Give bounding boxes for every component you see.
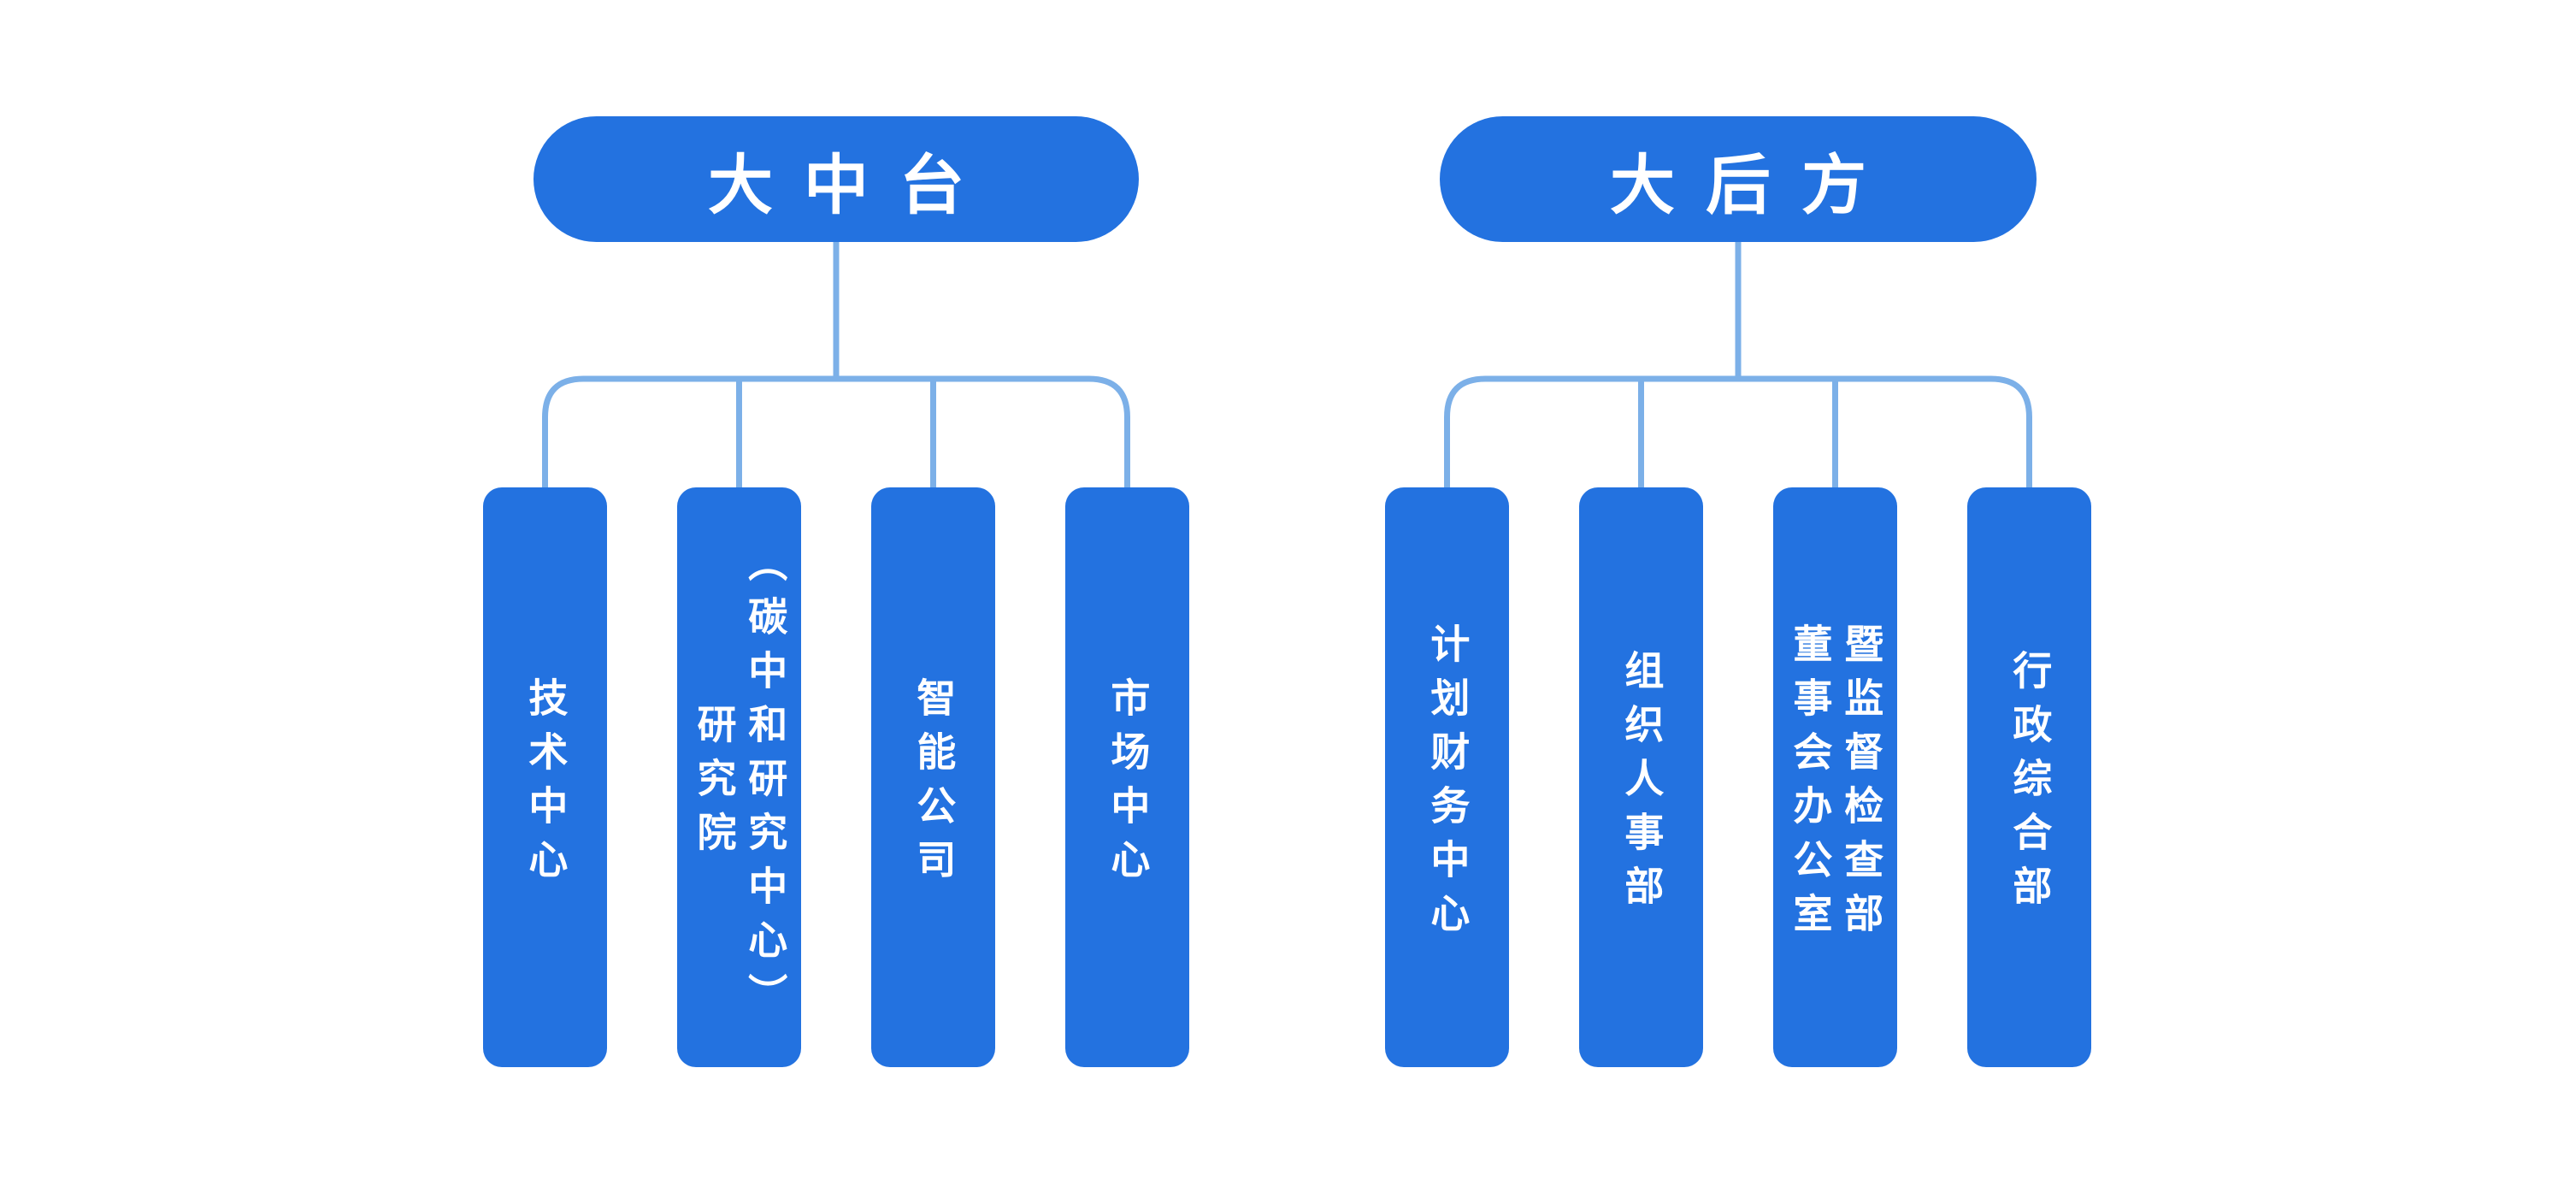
root-node-label: 大后方 xyxy=(1610,149,1897,222)
connector-bus xyxy=(542,375,1130,487)
node-label-line: 暨监督检查部 xyxy=(1839,623,1884,947)
node-label: 智能公司 xyxy=(908,677,959,893)
children-row-dazhongtai: 技术中心 研究院 （碳中和研究中心） 智能公司 市场中心 xyxy=(483,487,1189,1067)
node-organization-hr-dept[interactable]: 组织人事部 xyxy=(1579,487,1703,1067)
group-dazhongtai: 大中台 技术中心 研究院 （碳中和研究中心） 智能公司 xyxy=(483,116,1189,1067)
node-label: 组织人事部 xyxy=(1616,650,1667,919)
connector-lines-dahoufang xyxy=(1444,242,2032,487)
node-board-office-supervision-dept[interactable]: 董事会办公室 暨监督检查部 xyxy=(1773,487,1897,1067)
node-label-line: 智能公司 xyxy=(911,676,957,893)
connector-bus xyxy=(1444,375,2032,487)
node-planning-finance-center[interactable]: 计划财务中心 xyxy=(1385,487,1509,1067)
children-row-dahoufang: 计划财务中心 组织人事部 董事会办公室 暨监督检查部 行政综合部 xyxy=(1385,487,2091,1067)
node-market-center[interactable]: 市场中心 xyxy=(1065,487,1189,1067)
node-research-institute[interactable]: 研究院 （碳中和研究中心） xyxy=(677,487,801,1067)
connector-lines-dazhongtai xyxy=(542,242,1130,487)
node-label-line: 研究院 xyxy=(692,704,737,865)
node-label-line: 行政综合部 xyxy=(2007,650,2053,919)
node-intelligent-company[interactable]: 智能公司 xyxy=(871,487,995,1067)
node-label-line: 市场中心 xyxy=(1105,676,1151,893)
node-label-line: 技术中心 xyxy=(523,676,569,893)
node-label-line: 董事会办公室 xyxy=(1788,623,1833,947)
node-label: 研究院 （碳中和研究中心） xyxy=(688,542,791,1027)
node-admin-general-dept[interactable]: 行政综合部 xyxy=(1967,487,2091,1067)
root-node-dazhongtai[interactable]: 大中台 xyxy=(533,116,1139,242)
group-dahoufang: 大后方 计划财务中心 组织人事部 董事会办公室 暨监督检查部 xyxy=(1385,116,2091,1067)
node-label: 董事会办公室 暨监督检查部 xyxy=(1784,623,1887,947)
root-node-dahoufang[interactable]: 大后方 xyxy=(1440,116,2037,242)
root-node-label: 大中台 xyxy=(708,149,995,222)
node-label: 技术中心 xyxy=(520,677,571,893)
node-label-line: （碳中和研究中心） xyxy=(743,542,788,1027)
node-label-line: 计划财务中心 xyxy=(1425,623,1471,947)
node-tech-center[interactable]: 技术中心 xyxy=(483,487,607,1067)
node-label: 计划财务中心 xyxy=(1422,623,1473,947)
node-label: 市场中心 xyxy=(1102,677,1153,893)
node-label-line: 组织人事部 xyxy=(1619,650,1665,919)
node-label: 行政综合部 xyxy=(2004,650,2055,919)
